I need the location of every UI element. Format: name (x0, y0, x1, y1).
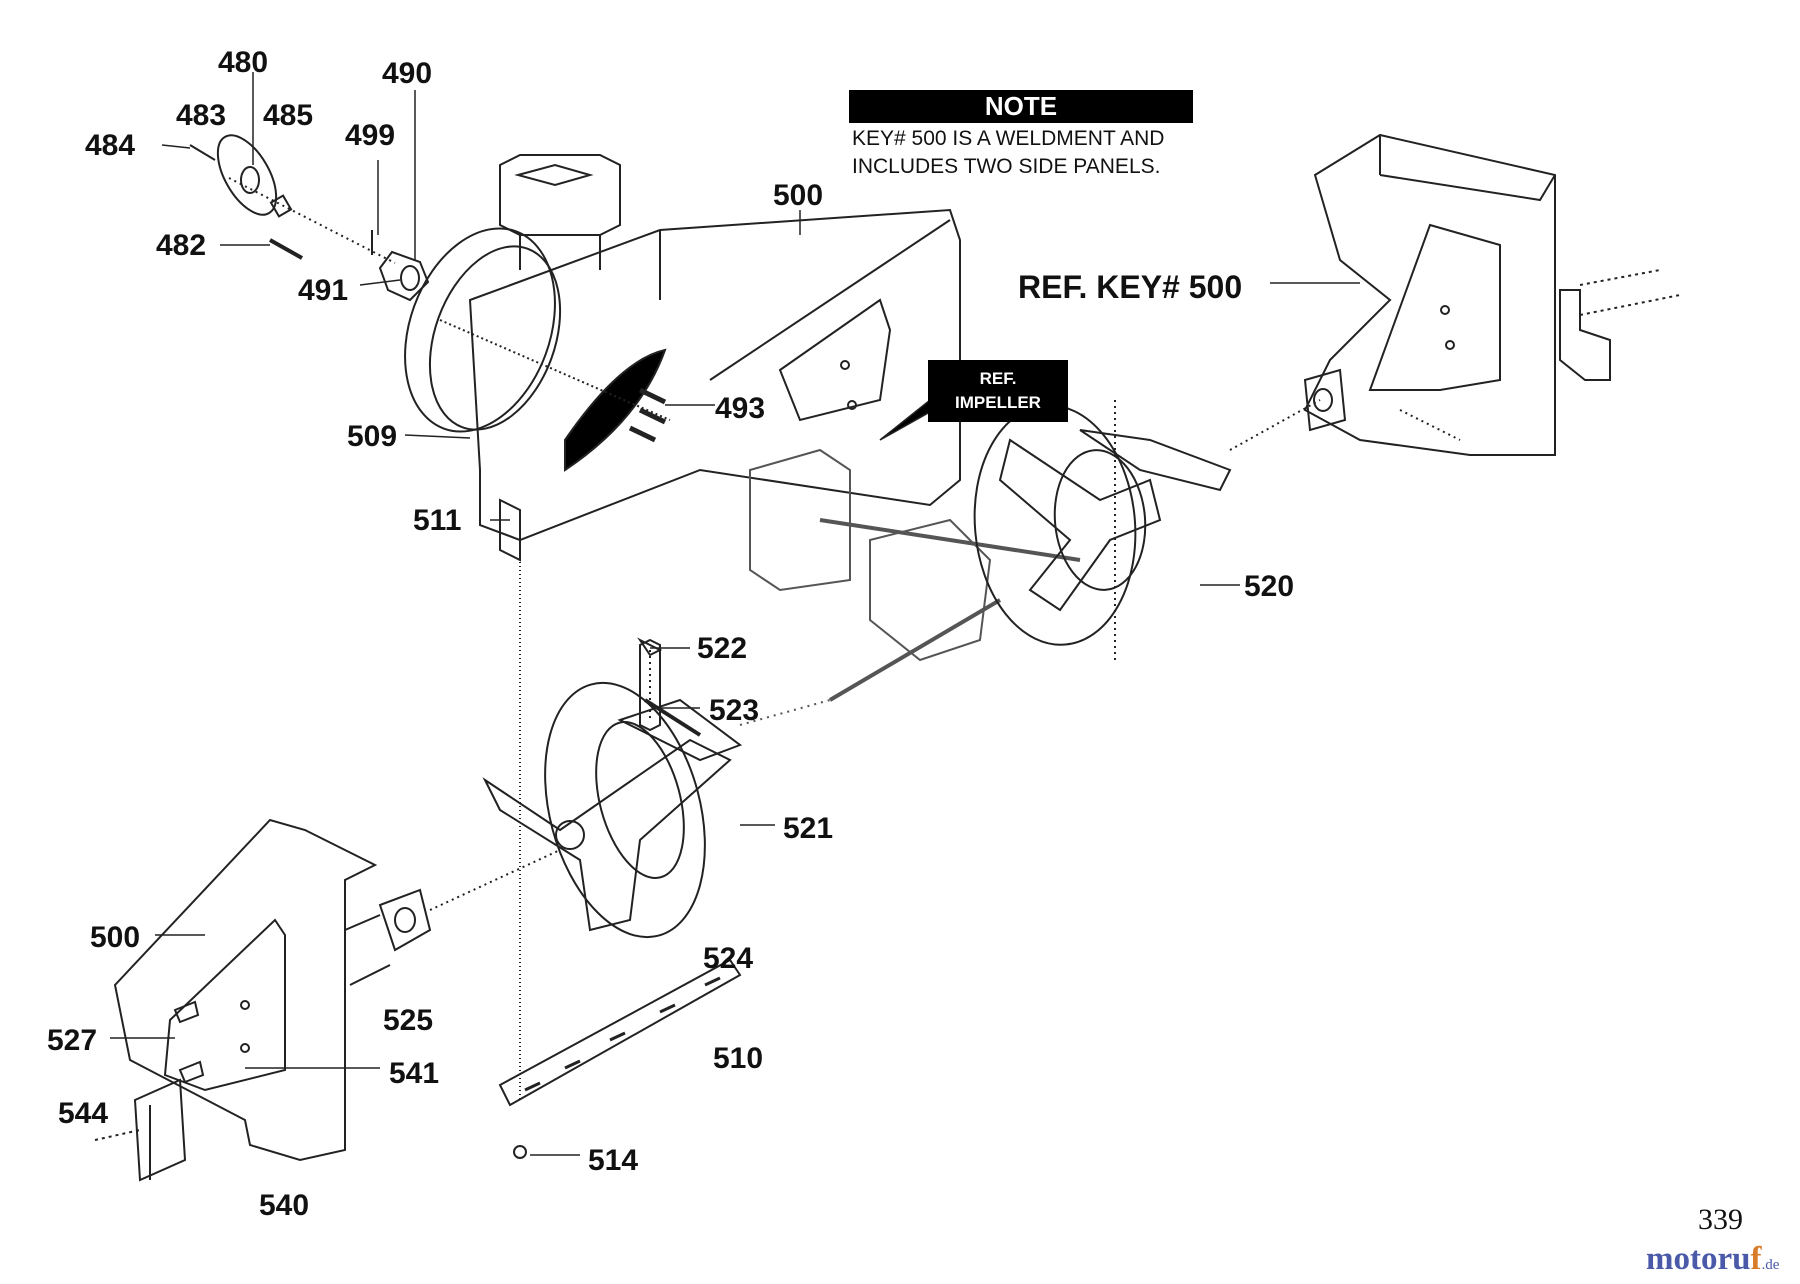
page-number: 339 (1698, 1203, 1743, 1236)
note-line-2: INCLUDES TWO SIDE PANELS. (852, 155, 1161, 178)
brand-watermark: motoruf.de (1646, 1241, 1779, 1278)
right-side-panel (1303, 133, 1681, 456)
callout-483: 483 (176, 99, 226, 132)
callout-525: 525 (383, 1004, 433, 1037)
callout-524: 524 (703, 942, 753, 975)
note-title: NOTE (849, 90, 1193, 123)
brand-part-3: .de (1761, 1257, 1780, 1273)
pulley-assembly (189, 134, 430, 302)
callout-544: 544 (58, 1097, 108, 1130)
auger-521 (482, 637, 743, 939)
brand-part-2: f (1750, 1241, 1762, 1277)
callout-509: 509 (347, 420, 397, 453)
callout-520: 520 (1244, 570, 1294, 603)
auger-housing (404, 154, 961, 562)
callout-482: 482 (156, 229, 206, 262)
gearbox-shaft (739, 448, 1081, 726)
note-body: KEY# 500 IS A WELDMENT AND INCLUDES TWO … (852, 125, 1212, 181)
callout-490: 490 (382, 57, 432, 90)
ref-impeller-line-1: REF. (979, 369, 1017, 388)
callout-484: 484 (85, 129, 135, 162)
callout-540: 540 (259, 1189, 309, 1222)
callout-491: 491 (298, 274, 348, 307)
callout-485: 485 (263, 99, 313, 132)
callout-500-left: 500 (90, 921, 140, 954)
ref-key-label: REF. KEY# 500 (1018, 269, 1242, 305)
ref-impeller-box: REF. IMPELLER (928, 360, 1068, 422)
callout-510: 510 (713, 1042, 763, 1075)
callout-541: 541 (389, 1057, 439, 1090)
callout-labels: 480 483 485 484 490 499 482 491 500 493 … (47, 46, 1294, 1222)
brand-part-1: motoru (1646, 1241, 1751, 1277)
callout-511: 511 (413, 504, 461, 537)
callout-493: 493 (715, 392, 765, 425)
callout-527: 527 (47, 1024, 97, 1057)
left-side-panel (94, 818, 561, 1182)
note-line-1: KEY# 500 IS A WELDMENT AND (852, 127, 1165, 150)
callout-522: 522 (697, 632, 747, 665)
callout-521: 521 (783, 812, 833, 845)
scraper-bar (498, 510, 742, 1159)
impeller-520 (973, 399, 1321, 660)
callout-514: 514 (588, 1144, 638, 1177)
leader-lines (110, 72, 1360, 1156)
callout-499: 499 (345, 119, 395, 152)
callout-523: 523 (709, 694, 759, 727)
callout-500-top: 500 (773, 179, 823, 212)
ref-impeller-line-2: IMPELLER (955, 393, 1041, 412)
callout-480: 480 (218, 46, 268, 79)
